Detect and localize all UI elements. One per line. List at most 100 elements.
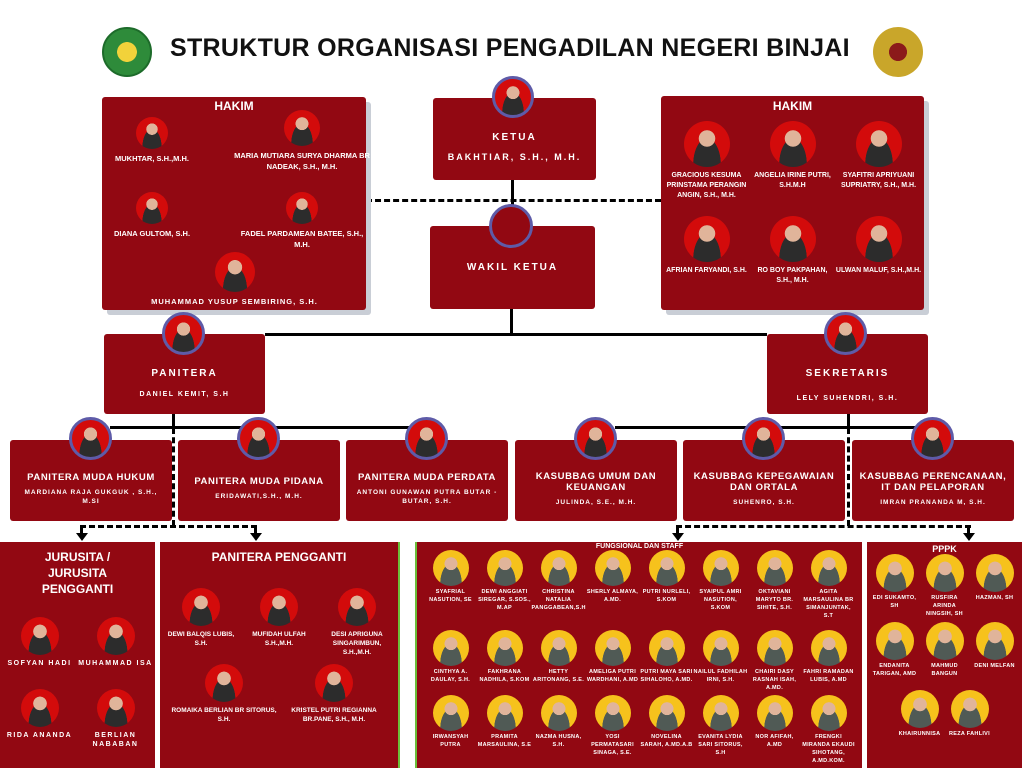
person-photo bbox=[540, 550, 577, 586]
person-photo bbox=[284, 110, 320, 146]
person-card: FAKHRANA NADHILA, S.KOM bbox=[478, 630, 532, 695]
person-name: AGITA MARSAULINA BR SIMANJUNTAK, S.T bbox=[803, 589, 854, 619]
person-name: OKTAVIANI MARYTO BR. SIHITE, S.H. bbox=[755, 589, 794, 611]
person-name: AMELIGA PUTRI WARDHANI, A.MD bbox=[586, 669, 639, 683]
person-name: NOR AFIFAH, A.MD bbox=[755, 734, 794, 748]
person-photo bbox=[900, 690, 939, 728]
person-name: SYAFRIAL NASUTION, SE bbox=[429, 589, 472, 603]
person-card: FADEL PARDAMEAN BATEE, S.H., M.H. bbox=[232, 192, 372, 250]
person-photo bbox=[432, 695, 469, 731]
dashed-connector bbox=[254, 527, 257, 534]
fungsional-staff-box: FUNGSIONAL DAN STAFF SYAFRIAL NASUTION, … bbox=[415, 542, 862, 768]
person-photo bbox=[540, 630, 577, 666]
person-name: PRAMITA MARSAULINA, S.E bbox=[477, 734, 532, 748]
unit-photo bbox=[405, 417, 448, 460]
person-photo bbox=[20, 617, 59, 655]
person-name: MAHMUD BANGUN bbox=[931, 663, 958, 677]
person-name: SHERLY ALMAYA, A.MD. bbox=[586, 589, 639, 603]
dashed-connector bbox=[676, 525, 971, 528]
person-card: MUFIDAH ULFAH S.H.,M.H. bbox=[240, 588, 318, 664]
person-name: DIANA GULTOM, S.H. bbox=[113, 229, 191, 238]
panitera-pengganti-title: PANITERA PENGGANTI bbox=[211, 550, 347, 564]
person-name: KRISTEL PUTRI REGIANNA BR.PANE, S.H., M.… bbox=[291, 707, 377, 723]
person-photo bbox=[540, 695, 577, 731]
person-name: HETTY ARITONANG, S.E. bbox=[532, 669, 585, 683]
person-card: RUSFIRA ARINDA NINGSIH, SH bbox=[920, 554, 970, 622]
panitera-position: PANITERA bbox=[151, 368, 218, 379]
person-name: MUKHTAR, S.H.,M.H. bbox=[114, 154, 190, 163]
person-name: RUSFIRA ARINDA NINGSIH, SH bbox=[926, 595, 963, 617]
person-name: DENI MELFAN bbox=[974, 663, 1015, 669]
person-photo bbox=[925, 554, 964, 592]
person-photo bbox=[182, 588, 220, 626]
unit-photo bbox=[69, 417, 112, 460]
wakil-connector bbox=[510, 309, 513, 335]
unit-photo bbox=[574, 417, 617, 460]
person-photo bbox=[594, 695, 631, 731]
person-photo bbox=[96, 689, 135, 727]
person-name: KHAIRUNNISA bbox=[898, 731, 941, 737]
person-photo bbox=[875, 554, 914, 592]
person-card: PUTRI NURLELI, S.KOM bbox=[640, 550, 694, 630]
sekretaris-down-connector bbox=[847, 414, 850, 427]
ketua-name: BAKHTIAR, S.H., M.H. bbox=[447, 152, 582, 162]
person-card: REZA FAHLIVI bbox=[945, 690, 995, 762]
person-name: SYAIPUL AMRI NASUTION, S.KOM bbox=[699, 589, 742, 611]
person-photo bbox=[486, 695, 523, 731]
person-card: IRWANSYAH PUTRA bbox=[424, 695, 478, 767]
person-photo bbox=[260, 588, 298, 626]
person-name: FADEL PARDAMEAN BATEE, S.H., M.H. bbox=[240, 229, 364, 249]
person-photo bbox=[96, 617, 135, 655]
person-card: DEWI ANGGIATI SIREGAR, S.SOS., M.AP bbox=[478, 550, 532, 630]
person-photo bbox=[702, 550, 739, 586]
person-photo bbox=[810, 695, 847, 731]
person-card: AGITA MARSAULINA BR SIMANJUNTAK, S.T bbox=[802, 550, 856, 630]
person-name: BERLIAN NABABAN bbox=[92, 732, 139, 748]
person-card: CHAIRI DASY RASNAH ISAH, A.MD. bbox=[748, 630, 802, 695]
court-emblem-logo bbox=[873, 27, 923, 77]
person-name: REZA FAHLIVI bbox=[949, 731, 990, 737]
dashed-connector bbox=[80, 527, 83, 534]
person-photo bbox=[756, 630, 793, 666]
person-photo bbox=[286, 192, 318, 224]
person-photo bbox=[432, 630, 469, 666]
person-name: RO BOY PAKPAHAN, S.H., M.H. bbox=[757, 267, 828, 284]
person-name: MARIA MUTIARA SURYA DHARMA BR NADEAK, S.… bbox=[234, 151, 370, 171]
sekretaris-position: SEKRETARIS bbox=[805, 368, 890, 379]
unit-position: PANITERA MUDA HUKUM bbox=[27, 471, 155, 483]
person-card: CINTHYA A. DAULAY, S.H. bbox=[424, 630, 478, 695]
sekretaris-name: LELY SUHENDRI, S.H. bbox=[796, 395, 899, 402]
person-name: MUHAMMAD YUSUP SEMBIRING, S.H. bbox=[151, 297, 318, 306]
person-name: NAILUL FADHILAH IRNI, S.H. bbox=[693, 669, 748, 683]
person-card: DEWI BALQIS LUBIS, S.H. bbox=[162, 588, 240, 664]
unit-name: ANTONI GUNAWAN PUTRA BUTAR - BUTAR, S.H. bbox=[356, 488, 498, 505]
person-photo bbox=[315, 664, 353, 702]
unit-position: PANITERA MUDA PERDATA bbox=[357, 471, 497, 483]
person-card: ROMAIKA BERLIAN BR SITORUS, S.H. bbox=[169, 664, 279, 736]
person-name: GRACIOUS KESUMA PRINSTAMA PERANGIN ANGIN… bbox=[666, 172, 747, 199]
mahkamah-agung-logo bbox=[102, 27, 152, 77]
person-photo bbox=[769, 121, 816, 167]
person-photo bbox=[205, 664, 243, 702]
unit-photo bbox=[742, 417, 785, 460]
person-name: FAKHRANA NADHILA, S.KOM bbox=[479, 669, 530, 683]
person-card: HETTY ARITONANG, S.E. bbox=[532, 630, 586, 695]
person-card: SOFYAN HADI bbox=[2, 617, 78, 689]
person-card: RO BOY PAKPAHAN, S.H., M.H. bbox=[750, 216, 836, 311]
hakim-left-box: HAKIM MUKHTAR, S.H.,M.H.MARIA MUTIARA SU… bbox=[102, 97, 370, 310]
person-photo bbox=[975, 622, 1014, 660]
wakil-ketua-position: WAKIL KETUA bbox=[466, 262, 559, 273]
sekretaris-photo bbox=[824, 312, 867, 355]
person-name: ENDANITA TARIGAN, AMD bbox=[872, 663, 917, 677]
person-name: MUFIDAH ULFAH S.H.,M.H. bbox=[252, 631, 306, 647]
person-name: SYAFITRI APRIYUANI SUPRIATRY, S.H., M.H. bbox=[840, 172, 917, 189]
person-name: ROMAIKA BERLIAN BR SITORUS, S.H. bbox=[171, 707, 277, 723]
panitera-pengganti-box: PANITERA PENGGANTI DEWI BALQIS LUBIS, S.… bbox=[160, 542, 400, 768]
person-card: NOVELINA SARAH, A.MD.A.B bbox=[640, 695, 694, 767]
ketua-position: KETUA bbox=[492, 132, 537, 143]
unit-name: JULINDA, S.E., M.H. bbox=[555, 498, 637, 506]
arrow-down-icon bbox=[76, 533, 88, 541]
person-card: SYAFRIAL NASUTION, SE bbox=[424, 550, 478, 630]
person-photo bbox=[810, 630, 847, 666]
person-photo bbox=[648, 695, 685, 731]
